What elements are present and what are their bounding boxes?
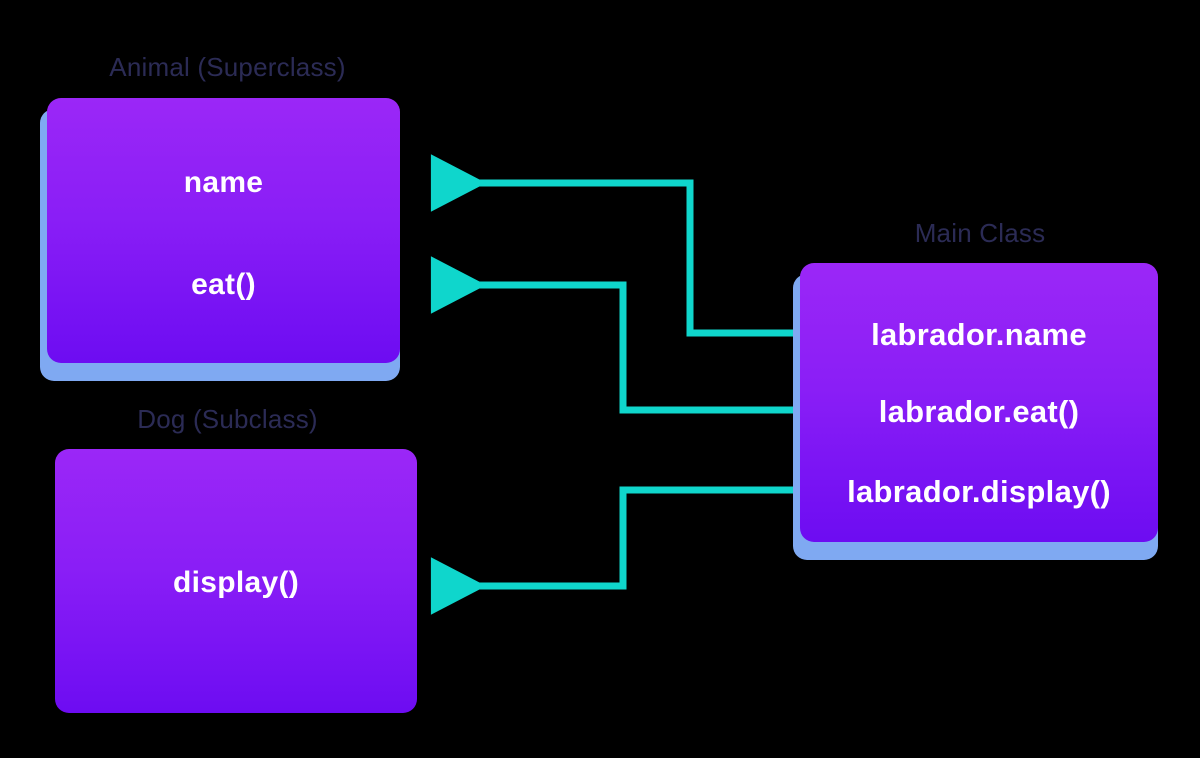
- class-box-wrapper-animal: name eat(): [40, 98, 400, 381]
- class-box-main[interactable]: labrador.name labrador.eat() labrador.di…: [800, 263, 1158, 542]
- class-box-wrapper-dog: display(): [55, 449, 417, 713]
- class-node-animal: Animal (Superclass) name eat(): [40, 52, 415, 382]
- class-entry-animal-name: name: [183, 166, 264, 199]
- class-box-wrapper-main: labrador.name labrador.eat() labrador.di…: [793, 263, 1158, 560]
- connector-labrador-display: [430, 485, 805, 615]
- class-label-animal: Animal (Superclass): [109, 52, 346, 82]
- connector-labrador-name: [430, 154, 805, 338]
- connector-labrador-eat: [430, 256, 805, 415]
- class-entry-main-name: labrador.name: [871, 317, 1087, 352]
- class-entry-main-display: labrador.display(): [847, 474, 1111, 509]
- class-entry-dog-display: display(): [172, 566, 300, 599]
- class-entry-animal-eat: eat(): [191, 268, 256, 301]
- class-label-main: Main Class: [914, 218, 1046, 248]
- class-box-dog[interactable]: display(): [55, 449, 417, 713]
- class-box-animal[interactable]: name eat(): [47, 98, 400, 363]
- class-label-dog: Dog (Subclass): [137, 404, 318, 434]
- class-node-dog: Dog (Subclass) display(): [40, 404, 417, 719]
- class-node-main: Main Class labrador.name labrador.eat() …: [790, 218, 1170, 573]
- class-entry-main-eat: labrador.eat(): [878, 394, 1080, 429]
